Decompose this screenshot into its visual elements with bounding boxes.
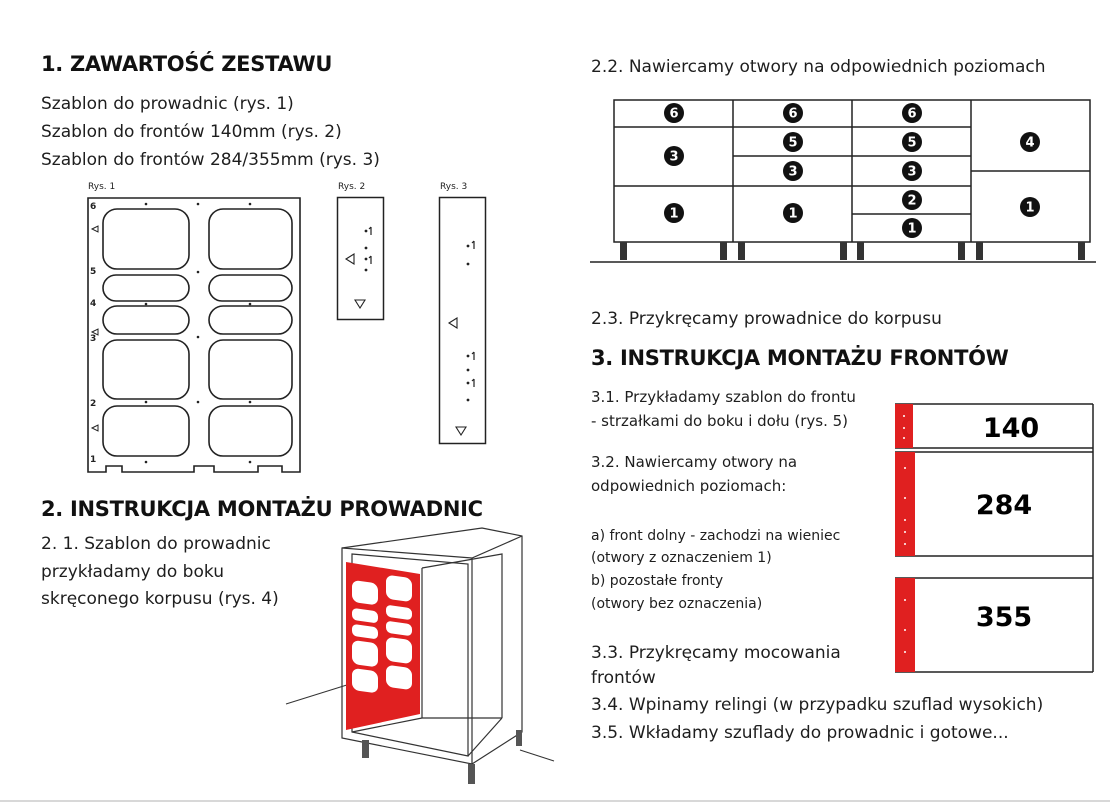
front-size-284: 284 [976, 490, 1032, 521]
rys1-level-6: 6 [90, 202, 96, 212]
level-marker-circle [664, 146, 684, 166]
level-marker-circle [783, 132, 803, 152]
rys1-level-5: 5 [90, 267, 96, 277]
level-marker-circle [902, 161, 922, 181]
fig-label-rys2: Rys. 2 [338, 182, 366, 192]
level-marker-label: 3 [669, 150, 678, 165]
rys3-template-drawing [438, 196, 487, 445]
level-marker-label: 4 [1025, 136, 1034, 151]
rys1-level-4: 4 [90, 299, 96, 309]
section3-note: (otwory bez oznaczenia) [591, 596, 763, 612]
level-marker-label: 5 [907, 136, 916, 151]
level-marker-circle [664, 203, 684, 223]
section1-item: Szablon do prowadnic (rys. 1) [41, 94, 294, 114]
section2-heading: 2. INSTRUKCJA MONTAŻU PROWADNIC [41, 497, 483, 521]
rys2-template-drawing [336, 196, 385, 321]
section3-note: a) front dolny - zachodzi na wieniec [591, 528, 841, 544]
section2-step1-line: przykładamy do boku [41, 562, 224, 582]
section3-step5: 3.5. Wkładamy szuflady do prowadnic i go… [591, 723, 1009, 743]
section2-step3: 2.3. Przykręcamy prowadnice do korpusu [591, 309, 942, 329]
level-marker-label: 6 [907, 107, 916, 122]
section3-step2-line: 3.2. Nawiercamy otwory na [591, 453, 798, 471]
rys1-level-1: 1 [90, 455, 96, 465]
section2-step1-line: 2. 1. Szablon do prowadnic [41, 534, 271, 554]
section3-step4: 3.4. Wpinamy relingi (w przypadku szufla… [591, 695, 1044, 715]
level-marker-label: 2 [907, 194, 916, 209]
cabinet-front-diagram: 6 3 1 6 5 3 1 6 5 3 2 1 4 1 [590, 99, 1096, 263]
section3-note: (otwory z oznaczeniem 1) [591, 550, 772, 566]
section3-step1-line: - strzałkami do boku i dołu (rys. 5) [591, 412, 849, 430]
front-size-355: 355 [976, 602, 1032, 633]
level-marker-label: 1 [669, 207, 678, 222]
level-marker-label: 1 [788, 207, 797, 222]
section3-heading: 3. INSTRUKCJA MONTAŻU FRONTÓW [591, 346, 1009, 370]
level-marker-circle [1020, 197, 1040, 217]
level-marker-label: 3 [788, 165, 797, 180]
fig-label-rys1: Rys. 1 [88, 182, 116, 192]
front-size-140: 140 [983, 413, 1039, 444]
level-marker-circle [783, 103, 803, 123]
section2-step1-line: skręconego korpusu (rys. 4) [41, 589, 279, 609]
section3-note: b) pozostałe fronty [591, 573, 724, 589]
level-marker-circle [783, 203, 803, 223]
level-marker-circle [902, 103, 922, 123]
section3-step3-line: frontów [591, 668, 656, 688]
section1-heading: 1. ZAWARTOŚĆ ZESTAWU [41, 52, 333, 76]
level-marker-label: 3 [907, 165, 916, 180]
bottom-divider [0, 800, 1110, 802]
section1-item: Szablon do frontów 284/355mm (rys. 3) [41, 150, 380, 170]
rys1-template-drawing: 6 5 4 3 2 1 [87, 197, 301, 473]
rys1-level-3: 3 [90, 334, 96, 344]
level-marker-label: 6 [788, 107, 797, 122]
section3-step3-line: 3.3. Przykręcamy mocowania [591, 643, 841, 663]
fig-label-rys3: Rys. 3 [440, 182, 468, 192]
rys4-cabinet-illustration [285, 527, 555, 784]
level-marker-label: 1 [907, 222, 916, 237]
section3-step2-line: odpowiednich poziomach: [591, 477, 787, 495]
section3-step1-line: 3.1. Przykładamy szablon do frontu [591, 388, 856, 406]
front-panels-diagram: 140 284 355 [895, 403, 1094, 673]
level-marker-circle [783, 161, 803, 181]
level-marker-label: 1 [1025, 201, 1034, 216]
level-marker-circle [902, 218, 922, 238]
level-marker-circle [1020, 132, 1040, 152]
section2-step2: 2.2. Nawiercamy otwory na odpowiednich p… [591, 57, 1046, 77]
level-marker-label: 5 [788, 136, 797, 151]
level-marker-label: 6 [669, 107, 678, 122]
level-marker-circle [664, 103, 684, 123]
rys1-level-2: 2 [90, 399, 96, 409]
section1-item: Szablon do frontów 140mm (rys. 2) [41, 122, 342, 142]
level-marker-circle [902, 190, 922, 210]
level-marker-circle [902, 132, 922, 152]
